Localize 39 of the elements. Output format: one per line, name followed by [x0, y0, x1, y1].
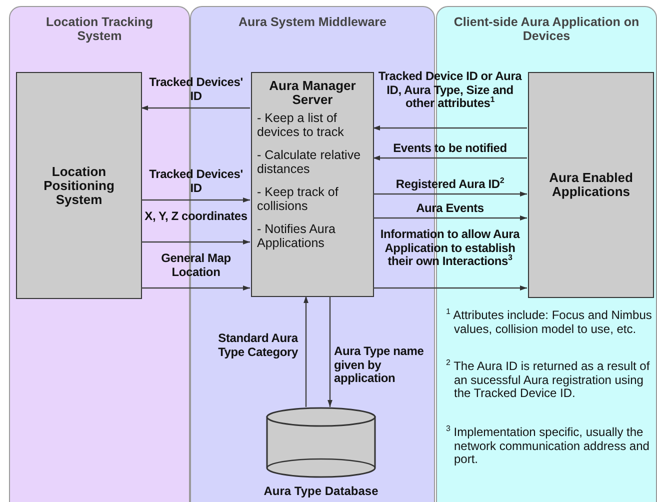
arrow: [373, 126, 527, 130]
arrow: [373, 156, 527, 160]
arrow: [328, 296, 332, 407]
footnote: $^{1}$ Attributes include: Focus and Nimbus values, collision model to use, etc.: [446, 309, 653, 336]
system-box: [528, 72, 654, 298]
bullet-text: - Keep track of collisions: [256, 186, 340, 213]
box-title: Aura Enabled Applications: [548, 171, 634, 199]
edge-label: General Map Location: [160, 252, 232, 279]
bullet-text: - Calculate relative distances: [256, 149, 362, 176]
arrow: [141, 240, 250, 244]
edge-label: Events to be notified: [392, 142, 508, 156]
system-box: [16, 72, 142, 299]
arrow: [141, 198, 250, 202]
arrow: [141, 106, 250, 110]
bullet-text: - Keep a list of devices to track: [256, 112, 345, 139]
edge-label: Information to allow Aura Application to establish their own Interactions$^{3}$: [379, 228, 521, 268]
edge-label: X, Y, Z coordinates: [144, 210, 248, 224]
bullet-text: - Notifies Aura Applications: [256, 223, 337, 250]
edge-label: Aura Type name given by application: [334, 345, 425, 386]
lane-heading: Aura System Middleware: [238, 15, 388, 29]
lane-heading: Client-side Aura Application on Devices: [452, 15, 640, 43]
edge-label: Standard Aura Type Category: [217, 332, 300, 359]
box-title: Location Positioning System: [42, 164, 116, 206]
edge-label: Aura Events: [415, 202, 485, 216]
footnote: $^{2}$ The Aura ID is returned as a result of an sucessful Aura registration using the Tracked Device ID.: [446, 360, 651, 400]
edge-label: Tracked Devices' ID: [148, 76, 244, 103]
edge-label: Tracked Devices' ID: [148, 168, 244, 195]
edge-label: Tracked Device ID or Aura ID, Aura Type, Size and other attributes$^{1}$: [377, 70, 523, 110]
arrow: [373, 286, 527, 290]
arrow: [373, 192, 527, 196]
footnote: $^{3}$ Implementation specific, usually the network communication address and port.: [446, 426, 650, 466]
arrow: [304, 296, 308, 407]
box-title: Aura Manager Server: [268, 79, 357, 107]
database-label: Aura Type Database: [262, 484, 380, 498]
arrow: [141, 286, 250, 290]
lane-heading: Location Tracking System: [45, 15, 154, 43]
arrow: [373, 216, 527, 220]
server-box: [251, 72, 374, 297]
edge-label: Registered Aura ID$^{2}$: [394, 178, 506, 192]
